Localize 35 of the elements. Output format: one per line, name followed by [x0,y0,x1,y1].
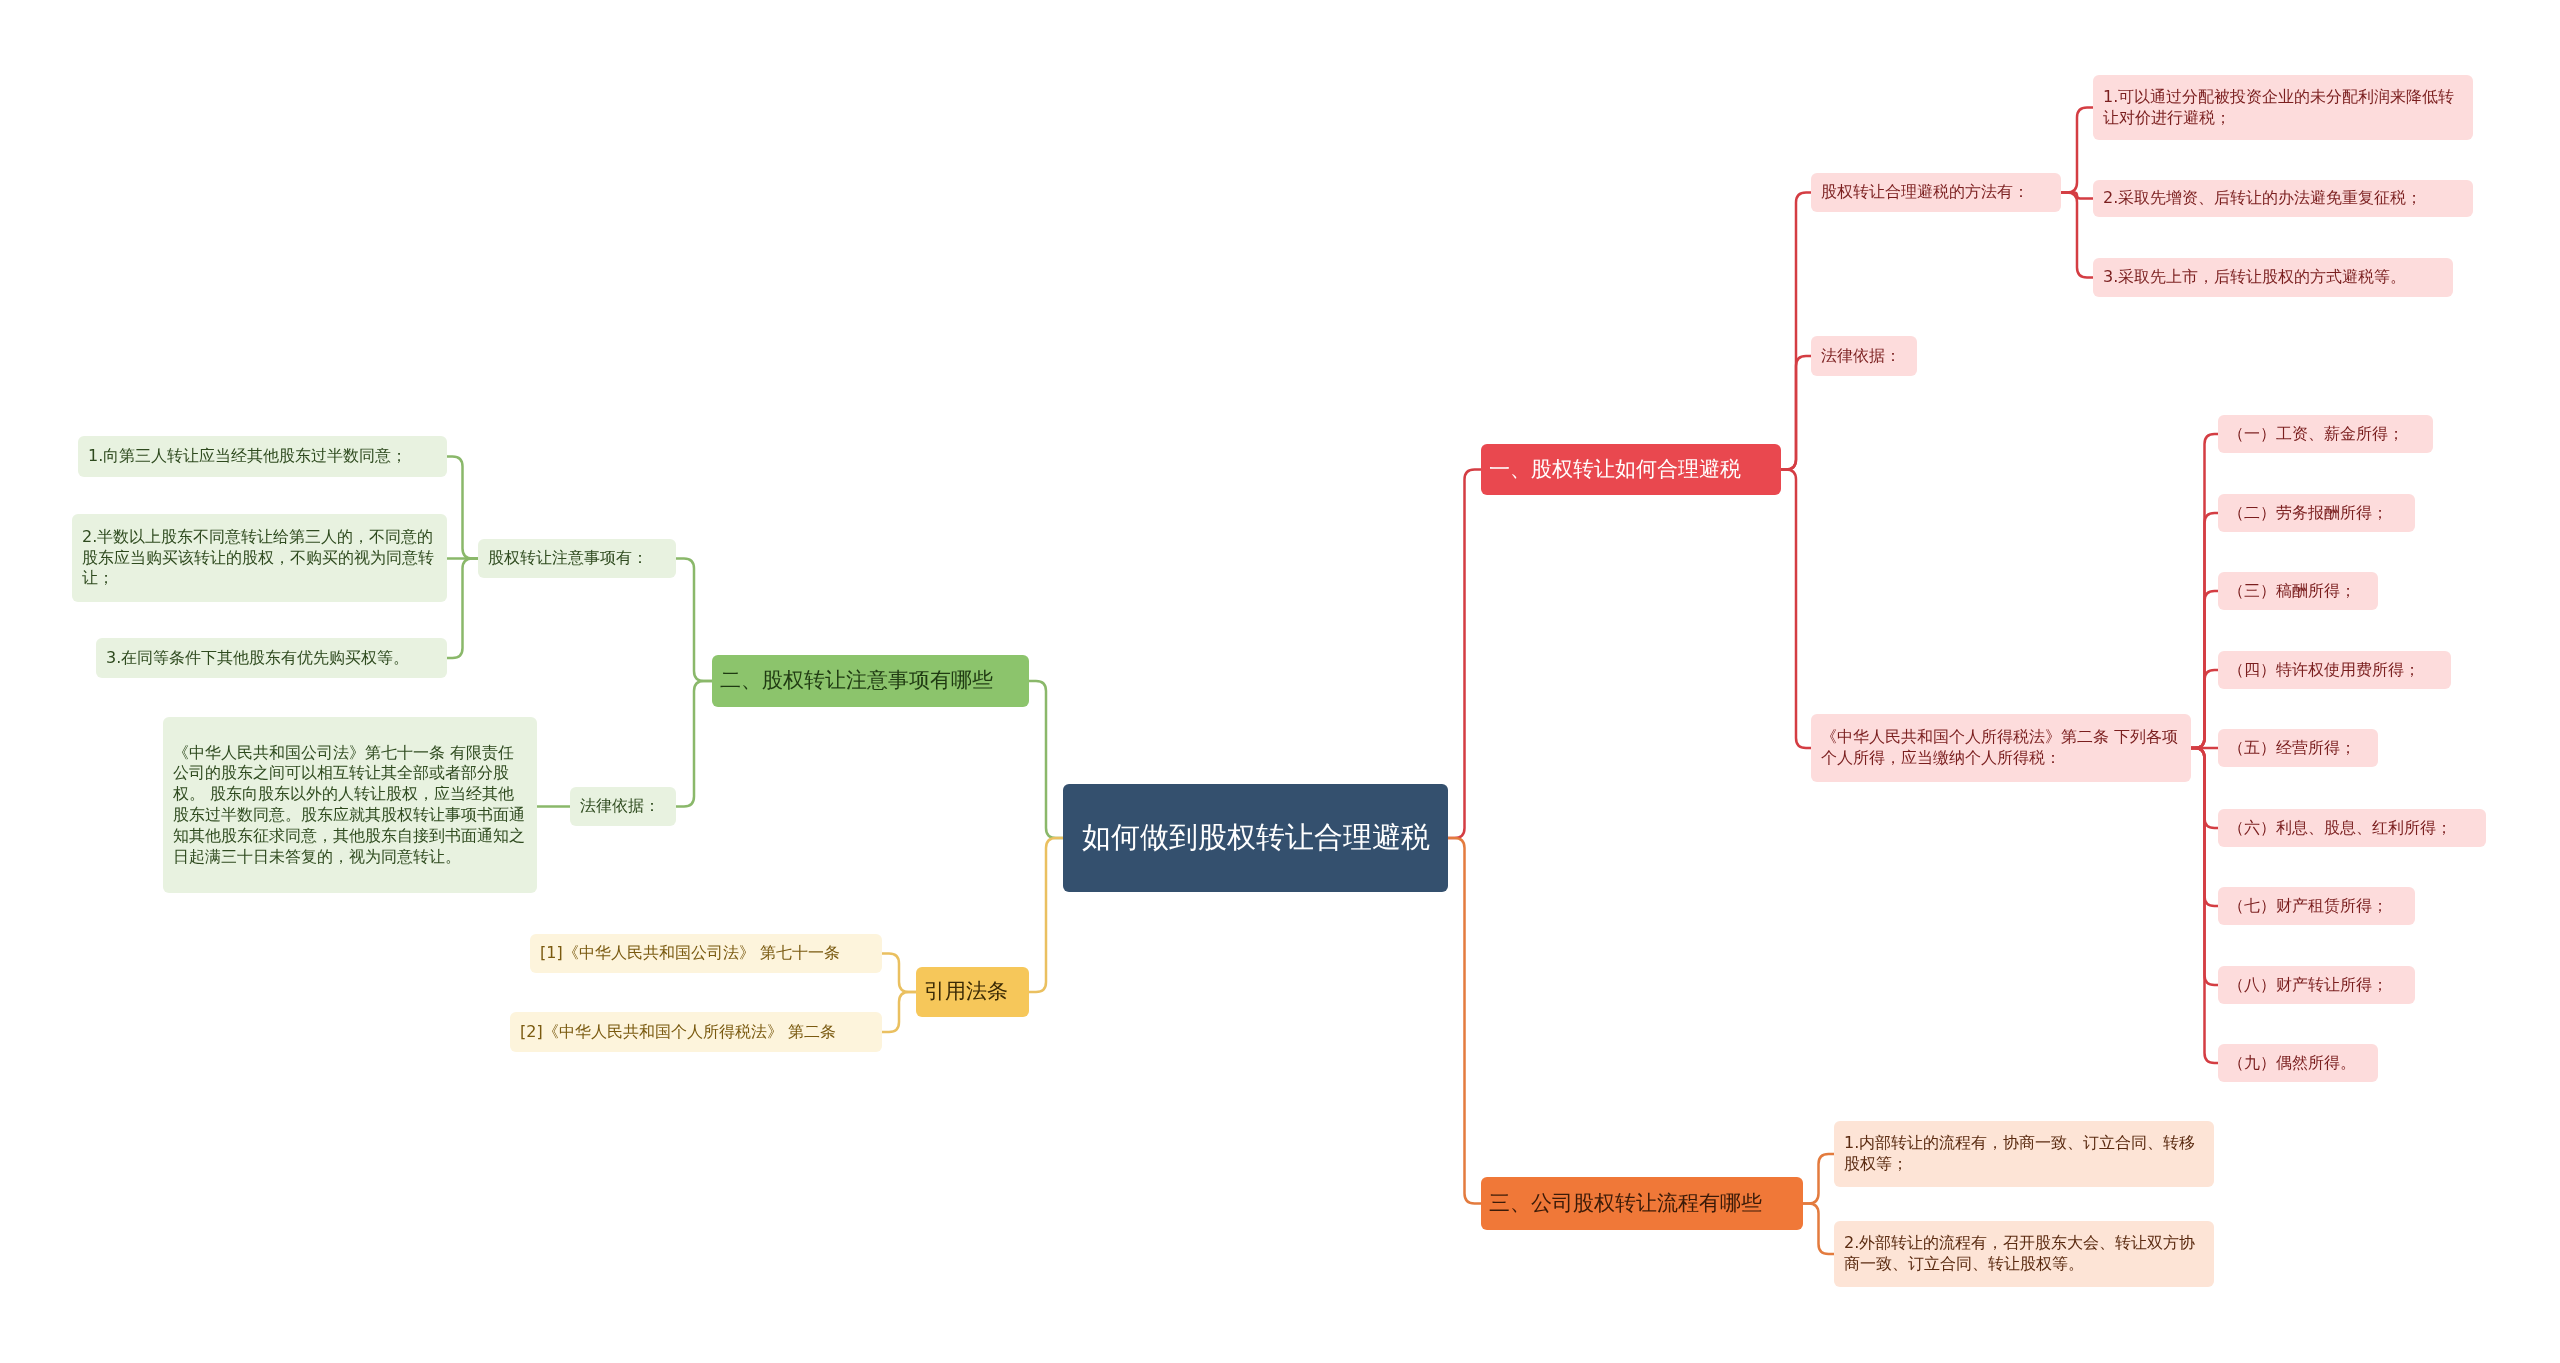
subtopic: 1.内部转让的流程有，协商一致、订立合同、转移股权等； [1834,1121,2214,1187]
subtopic: [2]《中华人民共和国个人所得税法》 第二条 [510,1012,882,1052]
subtopic: （四）特许权使用费所得； [2218,651,2451,689]
subtopic: （五）经营所得； [2218,729,2378,767]
subtopic: （二）劳务报酬所得； [2218,494,2415,532]
connector-line [537,805,570,808]
branch-topic: 一、股权转让如何合理避税 [1481,444,1781,495]
subtopic: 2.半数以上股东不同意转让给第三人的，不同意的股东应当购买该转让的股权，不购买的视为同意转让； [72,514,447,602]
subtopic: （九）偶然所得。 [2218,1044,2378,1082]
subtopic: 1.向第三人转让应当经其他股东过半数同意； [78,436,447,477]
subtopic: 《中华人民共和国公司法》第七十一条 有限责任公司的股东之间可以相互转让其全部或者部分股权。 股东向股东以外的人转让股权，应当经其他股东过半数同意。股东应就其股权转让事项书面通知其他股东征求同意，其他股东自接到书面通知之日起满三十日未答复的，视为同意转让。 [163,717,537,893]
subtopic: 2.采取先增资、后转让的办法避免重复征税； [2093,180,2473,217]
subtopic: 3.采取先上市，后转让股权的方式避税等。 [2093,258,2453,297]
branch-topic: 二、股权转让注意事项有哪些 [712,655,1029,707]
subtopic: （一）工资、薪金所得； [2218,415,2433,453]
subtopic: [1]《中华人民共和国公司法》 第七十一条 [530,934,882,973]
subtopic: 《中华人民共和国个人所得税法》第二条 下列各项个人所得，应当缴纳个人所得税： [1811,714,2191,782]
connector-line [1803,1202,1834,1256]
subtopic: （七）财产租赁所得； [2218,887,2415,925]
subtopic: 股权转让合理避税的方法有： [1811,173,2061,212]
branch-topic: 三、公司股权转让流程有哪些 [1481,1177,1803,1230]
branch-topic: 引用法条 [916,967,1029,1017]
connector-line [676,679,712,808]
subtopic: （八）财产转让所得； [2218,966,2415,1004]
subtopic: （三）稿酬所得； [2218,572,2378,610]
subtopic: 法律依据： [570,787,676,826]
connector-line [2061,191,2093,279]
subtopic: 3.在同等条件下其他股东有优先购买权等。 [96,638,447,678]
central-topic: 如何做到股权转让合理避税 [1063,784,1448,892]
subtopic: 法律依据： [1811,336,1917,376]
subtopic: 股权转让注意事项有： [478,539,676,578]
connector-line [882,990,916,1034]
subtopic: 1.可以通过分配被投资企业的未分配利润来降低转让对价进行避税； [2093,75,2473,140]
subtopic: 2.外部转让的流程有，召开股东大会、转让双方协商一致、订立合同、转让股权等。 [1834,1221,2214,1287]
subtopic: （六）利息、股息、红利所得； [2218,809,2486,847]
